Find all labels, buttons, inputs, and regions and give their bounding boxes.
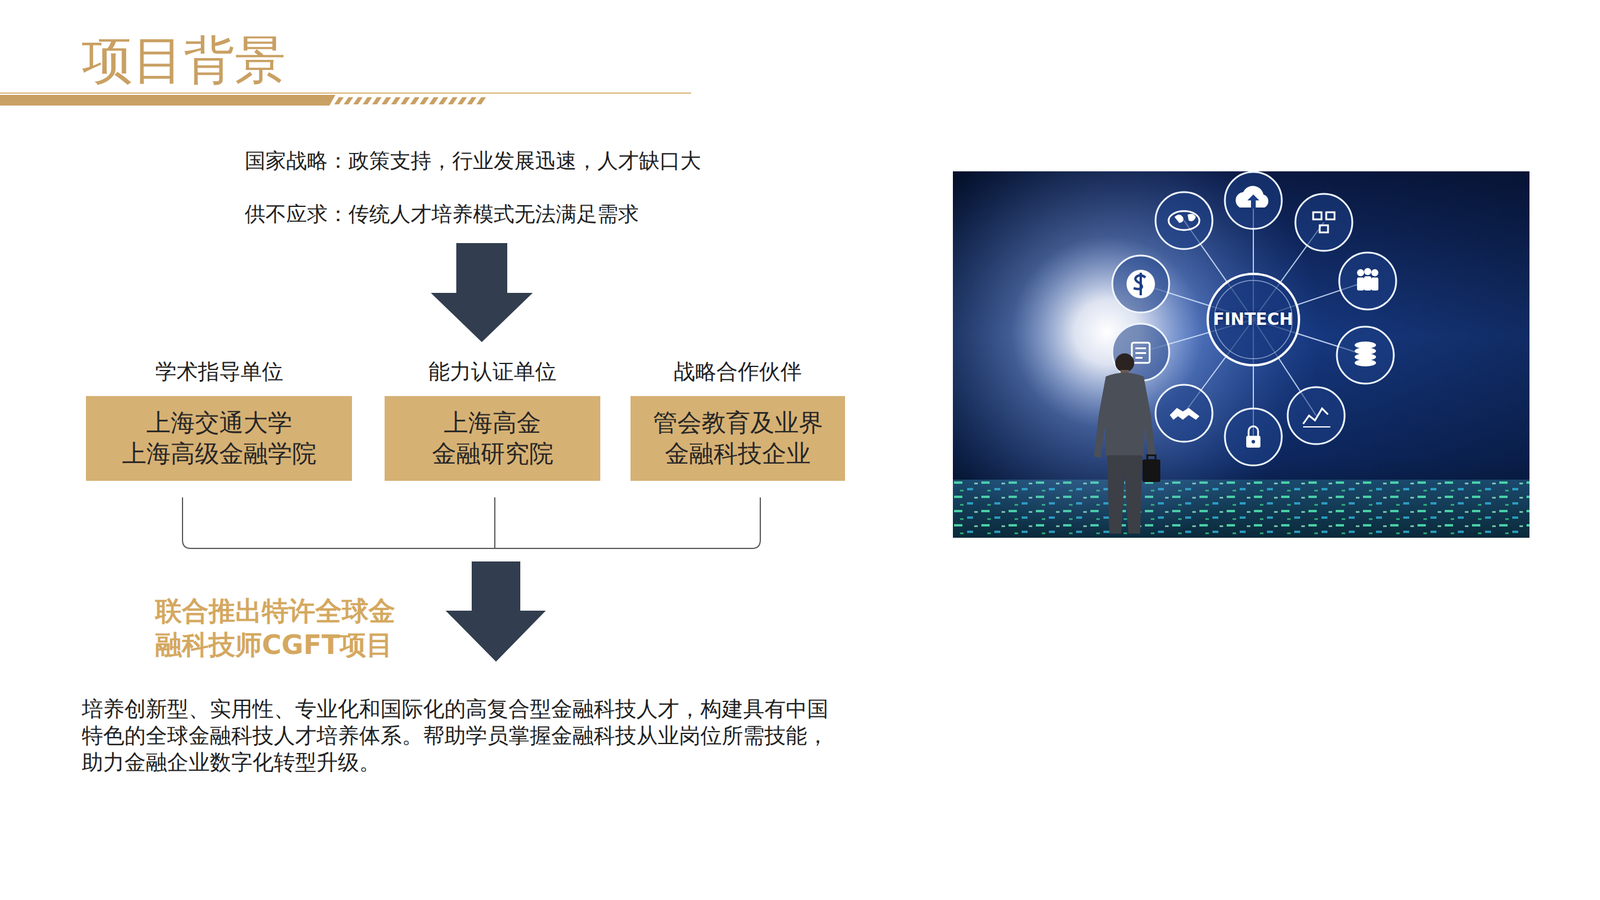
org-box: 能力认证单位上海高金 金融研究院 bbox=[384, 395, 601, 481]
photo-shade bbox=[952, 171, 1530, 538]
down-arrow bbox=[445, 561, 546, 662]
photo-text: FINTECH bbox=[1213, 309, 1294, 330]
slide-title: 项目背景 bbox=[81, 29, 286, 91]
bracket bbox=[182, 497, 761, 549]
title-rule bbox=[0, 92, 691, 94]
title-bar bbox=[0, 94, 336, 106]
box-text: 管会教育及业界 金融科技企业 bbox=[651, 407, 824, 469]
org-box: 战略合作伙伴管会教育及业界 金融科技企业 bbox=[630, 395, 846, 481]
box-heading: 能力认证单位 bbox=[428, 358, 557, 384]
org-box: 学术指导单位上海交通大学 上海高级金融学院 bbox=[85, 395, 352, 481]
network-icons bbox=[1126, 186, 1379, 448]
project-name: 联合推出特许全球金 融科技师CGFT项目 bbox=[155, 593, 398, 662]
fintech-photo bbox=[952, 171, 1530, 538]
box-text: 上海高金 金融研究院 bbox=[430, 407, 555, 469]
photo-glow bbox=[952, 171, 1530, 538]
box-heading: 学术指导单位 bbox=[155, 358, 284, 384]
network-nodes bbox=[1112, 171, 1397, 466]
title-hatch bbox=[334, 97, 486, 105]
down-arrow bbox=[430, 242, 533, 342]
photo-ground bbox=[952, 171, 1530, 538]
intro-line: 国家战略：政策支持，行业发展迅速，人才缺口大 bbox=[244, 148, 702, 174]
intro-line: 供不应求：传统人才培养模式无法满足需求 bbox=[244, 201, 639, 227]
network-hub bbox=[1207, 273, 1299, 366]
businessman bbox=[1093, 353, 1161, 534]
box-heading: 战略合作伙伴 bbox=[673, 358, 802, 384]
description: 培养创新型、实用性、专业化和国际化的高复合型金融科技人才，构建具有中国 特色的全… bbox=[81, 695, 831, 776]
box-text: 上海交通大学 上海高级金融学院 bbox=[120, 407, 318, 469]
